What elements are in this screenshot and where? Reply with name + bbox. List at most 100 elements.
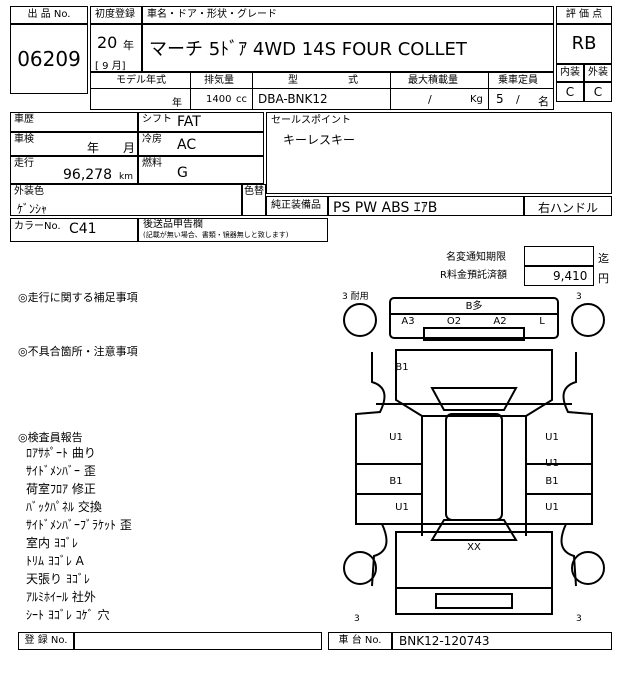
grade-cell: RB: [556, 24, 612, 64]
grade-value: RB: [571, 33, 597, 54]
front-bumper-mark: XX: [467, 542, 481, 553]
reg-year: 20: [97, 33, 118, 52]
name-change-label: 名変通知期限: [446, 252, 506, 263]
first-reg-label: 初度登録: [95, 9, 135, 20]
type-label: 型: [288, 75, 298, 86]
first-reg-label-cell: 初度登録: [90, 6, 142, 24]
ext-color-value: ｹﾞﾝｼｬ: [17, 202, 48, 216]
name-label: 車名・ドア・形状・グレード: [147, 9, 277, 20]
displacement-unit: cc: [236, 94, 247, 105]
mileage-value: 96,278: [63, 167, 112, 183]
shift-value: FAT: [177, 114, 201, 130]
tire-front-right-icon: [571, 551, 605, 585]
reg-no-label-cell: 登 録 No.: [18, 632, 74, 650]
mileage-label: 走行: [14, 158, 34, 169]
chassis-label-cell: 車 台 No.: [328, 632, 392, 650]
tire-rear-right-label: 3: [576, 292, 582, 302]
left-front-fender-mark: U1: [395, 502, 409, 513]
recycle-unit: 円: [598, 272, 609, 285]
report-item: 室内 ﾖｺﾞﾚ: [26, 536, 78, 550]
car-damage-diagram: 3 耐用 3 3 3 B多 A3 O2 A2 L B1 U1 B1 U1 U1 …: [338, 290, 610, 624]
tire-rear-left-icon: [343, 303, 377, 337]
steering-cell: 右ハンドル: [524, 196, 612, 216]
chassis-cell: BNK12-120743: [392, 632, 612, 650]
report-item: ｻｲﾄﾞﾒﾝﾊﾞｰﾌﾞﾗｹｯﾄ 歪: [26, 518, 132, 532]
color-no-value: C41: [69, 221, 97, 237]
capacity-sep: /: [516, 93, 520, 106]
report-item: 天張り ﾖｺﾞﾚ: [26, 572, 90, 586]
tire-rear-right-icon: [571, 303, 605, 337]
mileage-cell: 走行 96,278 km: [10, 156, 138, 184]
max-load-label: 最大積載量: [408, 75, 458, 86]
report-item: ｻｲﾄﾞﾒﾝﾊﾞｰ 歪: [26, 464, 96, 478]
inspection-label: 車検: [14, 134, 34, 145]
name-change-cell: [524, 246, 594, 266]
model-year-unit: 年: [172, 98, 182, 109]
color-no-cell: カラーNo. C41: [10, 218, 138, 242]
color-change-cell: 色替: [242, 184, 266, 216]
fuel-label: 燃料: [142, 158, 162, 169]
reg-year-unit: 年: [123, 39, 134, 52]
equipment-cell: PS PW ABS ｴｱB: [328, 196, 524, 216]
exterior-grade-cell: C: [584, 82, 612, 102]
car-name: マーチ 5ﾄﾞｱ 4WD 14S FOUR COLLET: [149, 39, 467, 60]
exterior-grade: C: [593, 85, 603, 99]
shift-cell: シフト FAT: [138, 112, 264, 132]
type-value: DBA-BNK12: [258, 92, 328, 106]
driving-notes-label: ◎走行に関する補足事項: [18, 291, 138, 304]
inspection-cell: 車検 年 月: [10, 132, 138, 156]
left-rear-door-mark: U1: [389, 432, 403, 443]
defects-label: ◎不具合箇所・注意事項: [18, 345, 138, 358]
mileage-unit: km: [119, 172, 133, 182]
lot-label-cell: 出 品 No.: [10, 6, 88, 24]
reg-month: [ 9 月]: [95, 61, 126, 72]
steering-value: 右ハンドル: [537, 201, 598, 215]
chassis-label: 車 台 No.: [338, 635, 382, 646]
report-item: ﾛｱｻﾎﾟｰﾄ 曲り: [26, 446, 96, 460]
tire-front-left-label: 3: [354, 614, 360, 624]
aircon-value: AC: [177, 137, 197, 153]
rear-bumper-mark: B多: [466, 299, 483, 312]
reg-no-label: 登 録 No.: [24, 635, 68, 646]
equipment-value: PS PW ABS ｴｱB: [333, 200, 438, 216]
color-no-label: カラーNo.: [14, 221, 61, 232]
lot-number: 06209: [17, 47, 81, 71]
color-change-label: 色替: [244, 186, 264, 197]
chassis-value: BNK12-120743: [399, 634, 490, 648]
aftermarket-cell: 後送品申告欄 (記載が無い場合、書類・镜器無しと致します): [138, 218, 328, 242]
report-item: ｱﾙﾐﾎｲｰﾙ 社外: [26, 590, 96, 604]
exterior-label: 外装: [588, 67, 608, 78]
model-year-label: モデル年式: [116, 75, 166, 86]
recycle-label: R料金預託済額: [440, 270, 507, 281]
max-load-value: /: [428, 93, 432, 106]
aircon-cell: 冷房 AC: [138, 132, 264, 156]
left-front-door-mark: B1: [389, 476, 402, 487]
right-rear-door-mark-1: U1: [545, 432, 559, 443]
reg-no-cell: [74, 632, 322, 650]
inspection-year-unit: 年: [87, 141, 100, 155]
sales-point-cell: セールスポイント キーレスキー: [266, 112, 612, 194]
tire-front-left-icon: [343, 551, 377, 585]
tire-rear-left-label: 3 耐用: [342, 290, 369, 302]
right-front-door-mark: B1: [545, 476, 558, 487]
car-name-cell: マーチ 5ﾄﾞｱ 4WD 14S FOUR COLLET: [142, 24, 554, 72]
ext-color-cell: 外装色 ｹﾞﾝｼｬ: [10, 184, 242, 216]
report-item: ﾊﾞｯｸﾊﾟﾈﾙ 交換: [26, 500, 102, 514]
history-label: 車歴: [14, 114, 34, 125]
interior-label: 内装: [560, 67, 580, 78]
right-front-fender-mark: U1: [545, 502, 559, 513]
report-item: ﾄﾘﾑ ﾖｺﾞﾚ A: [26, 554, 84, 568]
displacement-label: 排気量: [204, 75, 234, 86]
aftermarket-label: 後送品申告欄: [143, 219, 203, 230]
recycle-cell: 9,410: [524, 266, 594, 286]
grade-label-cell: 評 価 点: [556, 6, 612, 24]
rear-right-mark: A2: [493, 316, 506, 327]
interior-grade-cell: C: [556, 82, 584, 102]
capacity-value: 5: [496, 92, 504, 106]
report-item: 荷室ﾌﾛｱ 修正: [26, 482, 96, 496]
history-cell: 車歴: [10, 112, 138, 132]
max-load-unit: Kg: [470, 94, 483, 105]
exterior-label-cell: 外装: [584, 64, 612, 82]
lot-number-cell: 06209: [10, 24, 88, 94]
interior-grade: C: [565, 85, 575, 99]
